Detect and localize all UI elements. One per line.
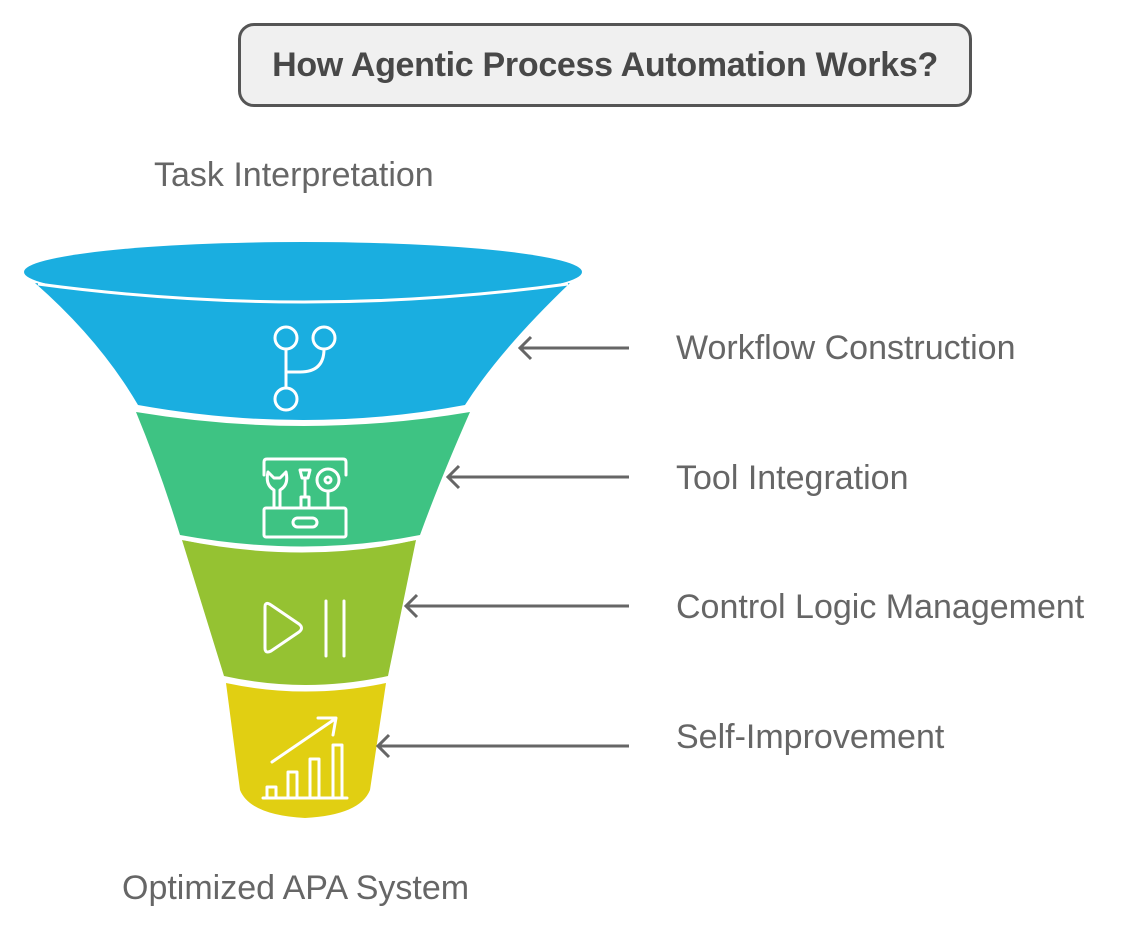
- separator: [137, 406, 467, 425]
- arrow-control-logic: [403, 593, 629, 619]
- funnel-rim: [24, 242, 582, 302]
- separator: [179, 536, 419, 552]
- arrow-workflow: [517, 335, 629, 361]
- git-branch-icon: [273, 325, 337, 412]
- play-pause-icon: [263, 599, 346, 658]
- funnel-rim-highlight: [37, 282, 569, 304]
- arrow-tool-integration: [445, 464, 629, 490]
- funnel-stage-control-logic: [182, 540, 416, 685]
- stage-label-control: Control Logic Management: [676, 588, 1085, 626]
- separator: [223, 678, 389, 691]
- bottom-label: Optimized APA System: [122, 869, 470, 907]
- top-label: Task Interpretation: [154, 156, 434, 194]
- stage-label-tool: Tool Integration: [676, 459, 909, 497]
- funnel-stage-self-improvement: [226, 683, 386, 818]
- arrow-self-improvement: [375, 733, 629, 759]
- stage-label-workflow: Workflow Construction: [676, 329, 1016, 367]
- stage-label-self-improvement: Self-Improvement: [676, 718, 945, 756]
- funnel-stage-workflow: [35, 283, 570, 420]
- title-box: How Agentic Process Automation Works?: [238, 23, 972, 107]
- growth-chart-icon: [261, 716, 349, 800]
- page-title: How Agentic Process Automation Works?: [272, 45, 938, 84]
- toolbox-icon: [262, 457, 348, 539]
